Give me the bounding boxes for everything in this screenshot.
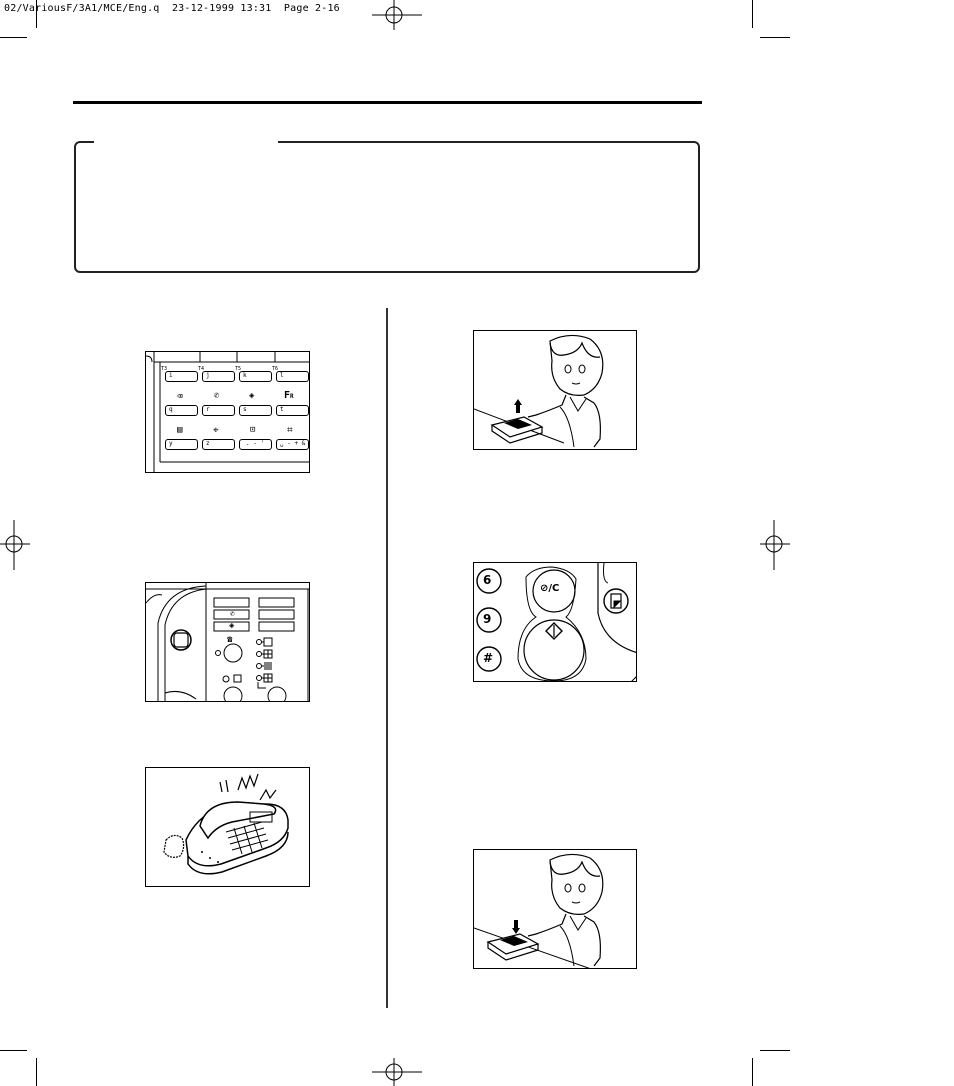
hash-box-icon: ⌗ — [287, 425, 293, 436]
delete-icon: ⌫ — [177, 392, 183, 402]
label-t4: T4 — [198, 366, 205, 372]
key-9: 9 — [483, 612, 492, 626]
one-touch-key-s: s — [239, 405, 272, 416]
header-rule — [73, 101, 702, 104]
one-touch-key-t: t — [276, 405, 309, 416]
document-icon: ▤ — [177, 425, 183, 435]
note-box-title-gap — [94, 138, 278, 144]
registration-mark-right — [760, 520, 790, 570]
registration-mark-bottom — [372, 1058, 422, 1086]
one-touch-key-q: q — [165, 405, 198, 416]
phone-icon: ✆ — [214, 391, 220, 401]
crosshair-icon: ⌖ — [213, 425, 219, 436]
figure-stop-start-keys: 6 9 # ⊘/C — [473, 562, 637, 682]
column-divider — [386, 308, 388, 1008]
one-touch-key-i: i — [165, 371, 198, 382]
print-slug: 02/VariousF/3A1/MCE/Eng.q 23-12-1999 13:… — [4, 3, 340, 14]
note-box — [74, 141, 700, 273]
one-touch-key-symbols: ␣ - + & — [276, 439, 309, 450]
function-icon: FR — [284, 390, 294, 401]
figure-person-lift-handset — [473, 330, 637, 450]
mailbox-icon: ⊡ — [250, 425, 256, 435]
registration-mark-left — [0, 520, 30, 570]
handset-icon: ☎ — [227, 635, 233, 645]
one-touch-key-y: y — [165, 439, 198, 450]
one-touch-key-j: j — [202, 371, 235, 382]
label-t5: T5 — [235, 366, 242, 372]
one-touch-key-k: k — [239, 371, 272, 382]
one-touch-key-l: l — [276, 371, 309, 382]
label-t6: T6 — [272, 366, 279, 372]
stop-clear-key-label: ⊘/C — [540, 583, 560, 594]
one-touch-key-r: r — [202, 405, 235, 416]
figure-one-touch-panel: T3 T4 T5 T6 i j k l ⌫ ✆ ◈ FR q r s t ▤ ⌖… — [145, 351, 310, 473]
label-t3: T3 — [161, 366, 168, 372]
figure-operation-panel: ✆ ◈ ☎ — [145, 582, 310, 702]
key-6: 6 — [483, 573, 492, 587]
figure-ringing-telephone — [145, 767, 310, 887]
start-diamond-icon: ◈ — [229, 621, 235, 631]
key-hash: # — [483, 651, 494, 665]
phone-icon: ✆ — [230, 609, 235, 618]
one-touch-key-z: z — [202, 439, 235, 450]
start-diamond-icon: ◈ — [249, 391, 255, 401]
one-touch-key-punct: . - ' — [239, 439, 272, 450]
registration-mark-top — [372, 0, 422, 30]
figure-person-replace-handset — [473, 849, 637, 969]
